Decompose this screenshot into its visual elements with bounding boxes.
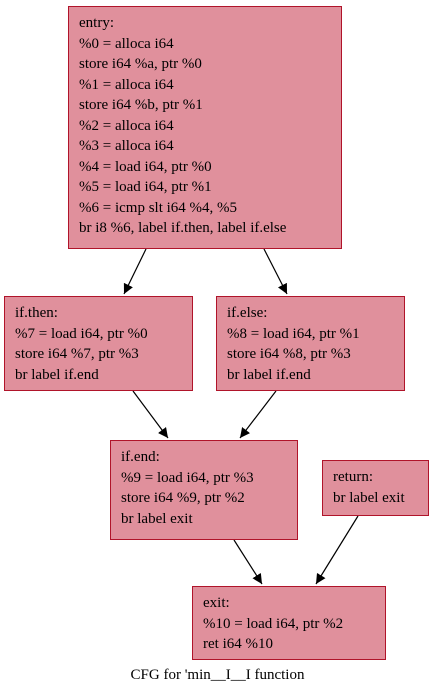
instruction-line: %3 = alloca i64 <box>79 138 174 154</box>
instruction-line: %4 = load i64, ptr %0 <box>79 158 212 175</box>
instruction-line: store i64 %a, ptr %0 <box>79 56 202 72</box>
instruction-line: %0 = alloca i64 <box>79 35 174 52</box>
instruction-line: br label exit <box>333 489 405 506</box>
edge-if-end-to-exit <box>233 539 263 585</box>
instruction-line: %8 = load i64, ptr %1 <box>227 325 360 342</box>
block-label: if.end: <box>121 449 160 465</box>
block-if-then: if.then: %7 = load i64, ptr %0 store i64… <box>4 296 193 391</box>
block-if-end: if.end: %9 = load i64, ptr %3 store i64 … <box>110 440 298 540</box>
instruction-line: br label exit <box>121 510 193 527</box>
instruction-line: store i64 %8, ptr %3 <box>227 346 351 362</box>
block-label: entry: <box>79 15 114 31</box>
instruction-line: store i64 %b, ptr %1 <box>79 97 203 113</box>
edge-if-else-to-if-end <box>239 390 277 439</box>
block-label: exit: <box>203 595 230 611</box>
instruction-line: store i64 %9, ptr %2 <box>121 490 245 506</box>
instruction-line: %2 = alloca i64 <box>79 117 174 134</box>
instruction-line: ret i64 %10 <box>203 636 273 652</box>
block-entry: entry: %0 = alloca i64 store i64 %a, ptr… <box>68 6 342 249</box>
instruction-line: %6 = icmp slt i64 %4, %5 <box>79 199 238 216</box>
block-label: if.then: <box>15 305 58 321</box>
block-if-else: if.else: %8 = load i64, ptr %1 store i64… <box>216 296 405 391</box>
instruction-line: store i64 %7, ptr %3 <box>15 346 139 362</box>
edge-if-then-to-if-end <box>132 390 169 439</box>
instruction-line: %10 = load i64, ptr %2 <box>203 615 344 632</box>
edge-entry-to-if-else <box>263 248 288 295</box>
block-return: return: br label exit <box>322 460 429 516</box>
instruction-line: br i8 %6, label if.then, label if.else <box>79 220 287 236</box>
instruction-line: %5 = load i64, ptr %1 <box>79 179 212 195</box>
block-exit: exit: %10 = load i64, ptr %2 ret i64 %10 <box>192 586 386 660</box>
instruction-line: %1 = alloca i64 <box>79 76 174 93</box>
edge-return-to-exit <box>315 515 359 585</box>
graph-caption: CFG for 'min__I__I function <box>130 667 305 683</box>
instruction-line: %7 = load i64, ptr %0 <box>15 325 148 342</box>
edge-entry-to-if-then <box>123 248 147 295</box>
block-label: if.else: <box>227 305 268 321</box>
instruction-line: %9 = load i64, ptr %3 <box>121 469 254 486</box>
block-label: return: <box>333 469 373 485</box>
instruction-line: br label if.end <box>15 366 99 383</box>
instruction-line: br label if.end <box>227 366 311 383</box>
